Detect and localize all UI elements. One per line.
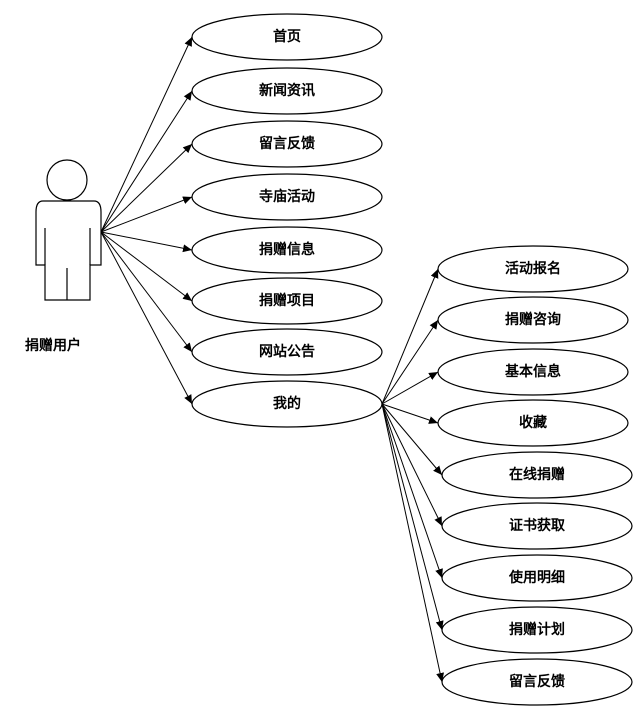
sub-use-case-label: 捐赠咨询 xyxy=(505,311,561,328)
actor-label: 捐赠用户 xyxy=(25,337,81,354)
sub-use-case-label: 收藏 xyxy=(519,414,547,431)
use-case-label: 首页 xyxy=(273,28,301,45)
mine-association-arrow xyxy=(381,371,439,405)
association-lines xyxy=(100,36,445,683)
sub-use-case-label: 捐赠计划 xyxy=(509,621,565,638)
use-case-label: 留言反馈 xyxy=(259,135,315,152)
use-case-label: 寺庙活动 xyxy=(259,188,315,205)
use-case-mine: 我的 xyxy=(191,380,383,428)
sub-use-case-basic-info: 基本信息 xyxy=(437,348,629,396)
mine-association-arrow xyxy=(381,403,443,476)
mine-association-arrow xyxy=(381,268,439,405)
use-case-home: 首页 xyxy=(191,13,383,61)
actor-association-arrow xyxy=(100,231,193,253)
use-case-label: 捐赠项目 xyxy=(259,292,315,309)
sub-use-case-favorites: 收藏 xyxy=(437,399,629,447)
use-case-label: 我的 xyxy=(273,395,301,412)
sub-use-case-certificate: 证书获取 xyxy=(441,502,633,550)
actor-association-arrow xyxy=(100,196,193,233)
sub-use-case-donation-plan: 捐赠计划 xyxy=(441,606,633,654)
actor-donor-user: 捐赠用户 xyxy=(25,159,102,354)
sub-use-case-donation-inquiry: 捐赠咨询 xyxy=(437,296,629,344)
mine-association-arrow xyxy=(381,403,439,424)
sub-use-case-activity-signup: 活动报名 xyxy=(437,245,629,293)
actor-association-arrow xyxy=(100,231,193,302)
sub-use-case-label: 在线捐赠 xyxy=(509,466,565,483)
sub-use-case-usage-details: 使用明细 xyxy=(441,554,633,602)
mine-association-arrow xyxy=(381,403,445,683)
actor-association-arrow xyxy=(100,143,193,233)
sub-use-case-label: 使用明细 xyxy=(508,569,565,586)
use-case-label: 新闻资讯 xyxy=(259,82,315,99)
actor-association-arrow xyxy=(100,231,193,405)
sub-use-case-label: 留言反馈 xyxy=(509,673,565,690)
mine-association-arrow xyxy=(381,319,439,405)
use-case-label: 捐赠信息 xyxy=(259,241,315,258)
actor-association-arrow xyxy=(100,231,193,353)
mine-association-arrow xyxy=(381,403,443,527)
actor-body xyxy=(35,200,102,301)
sub-use-case-online-donation: 在线捐赠 xyxy=(441,451,633,499)
sub-use-case-label: 基本信息 xyxy=(505,363,561,380)
use-case-news: 新闻资讯 xyxy=(191,67,383,115)
sub-use-case-label: 证书获取 xyxy=(509,517,566,534)
actor-association-arrow xyxy=(100,36,193,233)
use-case-donation-projects: 捐赠项目 xyxy=(191,277,383,325)
actor-head xyxy=(46,159,88,201)
mine-association-arrow xyxy=(381,403,444,631)
mine-association-arrow xyxy=(381,403,443,579)
use-case-donation-info: 捐赠信息 xyxy=(191,226,383,274)
sub-use-case-label: 活动报名 xyxy=(505,260,561,277)
use-case-label: 网站公告 xyxy=(259,343,315,360)
use-case-site-notices: 网站公告 xyxy=(191,328,383,376)
use-case-feedback: 留言反馈 xyxy=(191,120,383,168)
use-case-temple-activities: 寺庙活动 xyxy=(191,173,383,221)
actor-association-arrow xyxy=(100,90,193,233)
sub-use-case-feedback: 留言反馈 xyxy=(441,658,633,706)
